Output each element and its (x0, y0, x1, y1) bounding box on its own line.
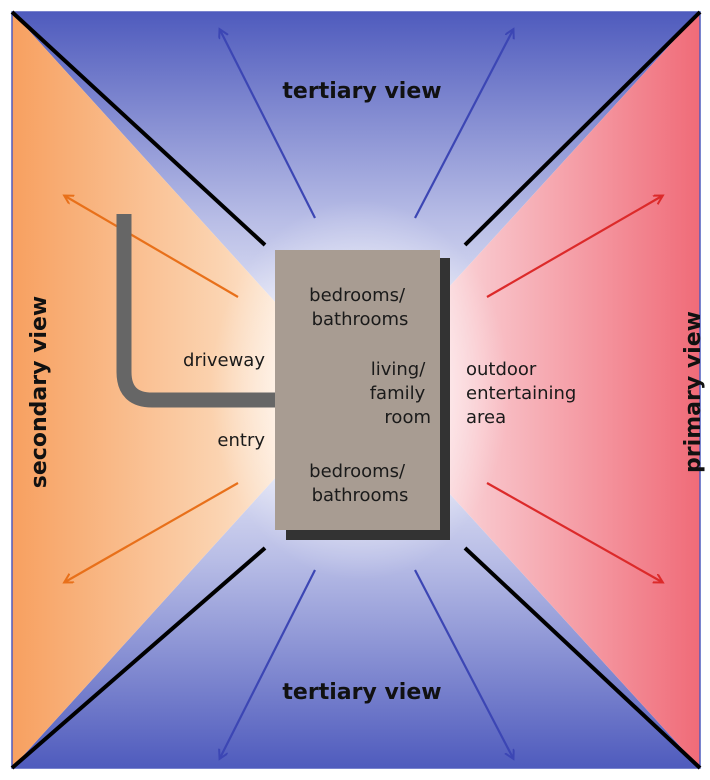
boundary-bottom-left (10, 546, 267, 770)
boundary-top-left (10, 10, 267, 247)
outdoor-area-label: outdoor entertaining area (466, 359, 582, 428)
arrow-tertiary-bottom-right (414, 569, 513, 758)
arrow-secondary-upper (65, 196, 239, 298)
arrow-tertiary-top-left (220, 30, 316, 219)
secondary-view-label: secondary view (27, 296, 52, 488)
top-rooms-label: bedrooms/ bathrooms (309, 285, 411, 330)
arrow-primary-upper (486, 196, 662, 298)
living-room-label: living/ family room (370, 359, 431, 428)
arrow-secondary-lower (65, 482, 239, 582)
house (275, 250, 440, 530)
primary-zone (355, 12, 700, 768)
driveway-label: driveway (183, 350, 265, 371)
tertiary-view-top-label: tertiary view (282, 79, 441, 104)
frame-border (11, 11, 701, 769)
driveway-path (116, 214, 276, 408)
boundary-bottom-right (463, 546, 702, 770)
bottom-rooms-label: bedrooms/ bathrooms (309, 461, 411, 506)
entry-label: entry (217, 430, 265, 451)
arrow-primary-lower (486, 482, 662, 582)
arrow-tertiary-top-right (414, 30, 513, 219)
tertiary-view-bottom-label: tertiary view (282, 680, 441, 705)
primary-view-label: primary view (681, 311, 706, 473)
boundary-top-right (463, 10, 702, 247)
secondary-zone (12, 12, 355, 768)
arrow-tertiary-bottom-left (220, 569, 316, 758)
